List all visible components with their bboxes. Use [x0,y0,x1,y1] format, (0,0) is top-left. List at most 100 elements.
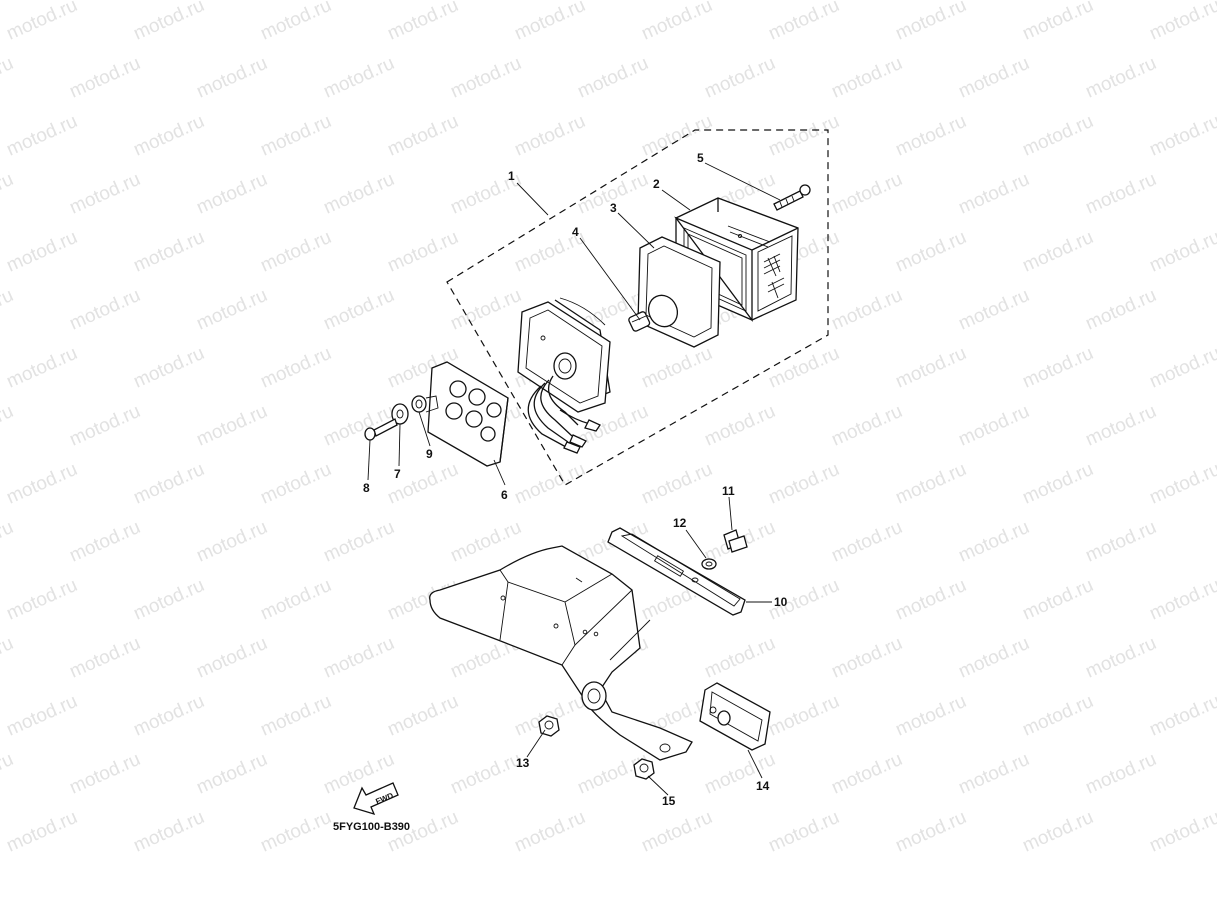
watermark-text: motod.ru [638,111,715,161]
fender-bracket[interactable] [429,545,693,761]
part-13-nut[interactable] [538,715,560,737]
watermark-text: motod.ru [3,575,80,625]
watermark-text: motod.ru [1082,749,1159,799]
watermark-text: motod.ru [638,459,715,509]
watermark-text: motod.ru [0,517,17,567]
watermark-text: motod.ru [193,285,270,335]
callout-2[interactable]: 2 [653,177,660,191]
callout-10[interactable]: 10 [774,595,788,609]
watermark-text: motod.ru [638,0,715,45]
watermark-text: motod.ru [1146,227,1217,277]
watermark-text: motod.ru [66,285,143,335]
watermark-text: motod.ru [1019,807,1096,857]
watermark-text: motod.ru [955,53,1032,103]
callout-15[interactable]: 15 [662,794,676,808]
callouts: 1 2 3 4 5 6 7 8 9 10 11 12 13 14 15 [363,151,788,808]
watermark-text: motod.ru [384,227,461,277]
watermark-text: motod.ru [193,53,270,103]
watermark-text: motod.ru [1082,633,1159,683]
part-15-nut[interactable] [633,758,655,780]
watermark-text: motod.ru [1019,343,1096,393]
watermark-text: motod.ru [193,633,270,683]
watermark-text: motod.ru [320,285,397,335]
callout-3[interactable]: 3 [610,201,617,215]
part-6-plate[interactable] [427,361,509,467]
callout-6[interactable]: 6 [501,488,508,502]
part-9-nut[interactable] [411,395,439,413]
watermark-text: motod.ru [130,227,207,277]
watermark-text: motod.ru [447,749,524,799]
watermark-text: motod.ru [257,227,334,277]
watermark-text: motod.ru [3,343,80,393]
callout-7[interactable]: 7 [394,467,401,481]
part-4-bulb[interactable] [628,291,683,332]
part-10-bracket-plate[interactable] [607,527,746,616]
watermark-text: motod.ru [1082,517,1159,567]
watermark-text: motod.ru [955,169,1032,219]
watermark-layer: motod.ru motod.ru motod.ru motod.ru motod.ru… [0,0,1217,857]
watermark-text: motod.ru [3,691,80,741]
watermark-text: motod.ru [193,169,270,219]
watermark-text: motod.ru [765,343,842,393]
watermark-text: motod.ru [511,459,588,509]
watermark-text: motod.ru [3,0,80,45]
watermark-text: motod.ru [257,691,334,741]
assembly-boundary [446,129,829,486]
watermark-text: motod.ru [1146,343,1217,393]
watermark-text: motod.ru [384,691,461,741]
part-14-reflector[interactable] [699,682,771,751]
watermark-text: motod.ru [447,285,524,335]
part-12-washer[interactable] [701,558,717,570]
watermark-text: motod.ru [1019,0,1096,45]
watermark-text: motod.ru [0,285,17,335]
watermark-text: motod.ru [3,807,80,857]
callout-8[interactable]: 8 [363,481,370,495]
callout-11[interactable]: 11 [722,484,735,498]
watermark-text: motod.ru [66,53,143,103]
callout-13[interactable]: 13 [516,756,530,770]
watermark-text: motod.ru [1019,111,1096,161]
part-7-washer[interactable] [391,403,409,425]
watermark-text: motod.ru [1146,0,1217,45]
watermark-text: motod.ru [892,459,969,509]
watermark-text: motod.ru [1146,575,1217,625]
watermark-text: motod.ru [955,749,1032,799]
watermark-text: motod.ru [130,111,207,161]
watermark-text: motod.ru [320,53,397,103]
callout-9[interactable]: 9 [426,447,433,461]
watermark-text: motod.ru [384,0,461,45]
watermark-text: motod.ru [320,517,397,567]
part-11-bolt[interactable] [723,529,748,553]
watermark-text: motod.ru [701,401,778,451]
callout-5[interactable]: 5 [697,151,704,165]
watermark-text: motod.ru [638,343,715,393]
watermark-text: motod.ru [66,169,143,219]
fwd-arrow: FWD [353,782,399,816]
callout-12[interactable]: 12 [673,516,687,530]
watermark-text: motod.ru [892,691,969,741]
watermark-text: motod.ru [0,749,17,799]
watermark-text: motod.ru [130,575,207,625]
watermark-text: motod.ru [193,517,270,567]
watermark-text: motod.ru [1019,691,1096,741]
watermark-text: motod.ru [1146,459,1217,509]
watermark-text: motod.ru [66,633,143,683]
part-5-screw[interactable] [773,184,811,211]
watermark-text: motod.ru [1019,227,1096,277]
callout-1[interactable]: 1 [508,169,515,183]
callout-4[interactable]: 4 [572,225,579,239]
watermark-text: motod.ru [257,575,334,625]
watermark-text: motod.ru [828,401,905,451]
watermark-text: motod.ru [765,0,842,45]
callout-14[interactable]: 14 [756,779,770,793]
watermark-text: motod.ru [130,691,207,741]
watermark-text: motod.ru [511,111,588,161]
watermark-text: motod.ru [892,0,969,45]
watermark-text: motod.ru [828,633,905,683]
watermark-text: motod.ru [828,53,905,103]
watermark-text: motod.ru [955,285,1032,335]
watermark-text: motod.ru [892,343,969,393]
watermark-text: motod.ru [1019,575,1096,625]
lamp-base[interactable] [517,297,611,454]
